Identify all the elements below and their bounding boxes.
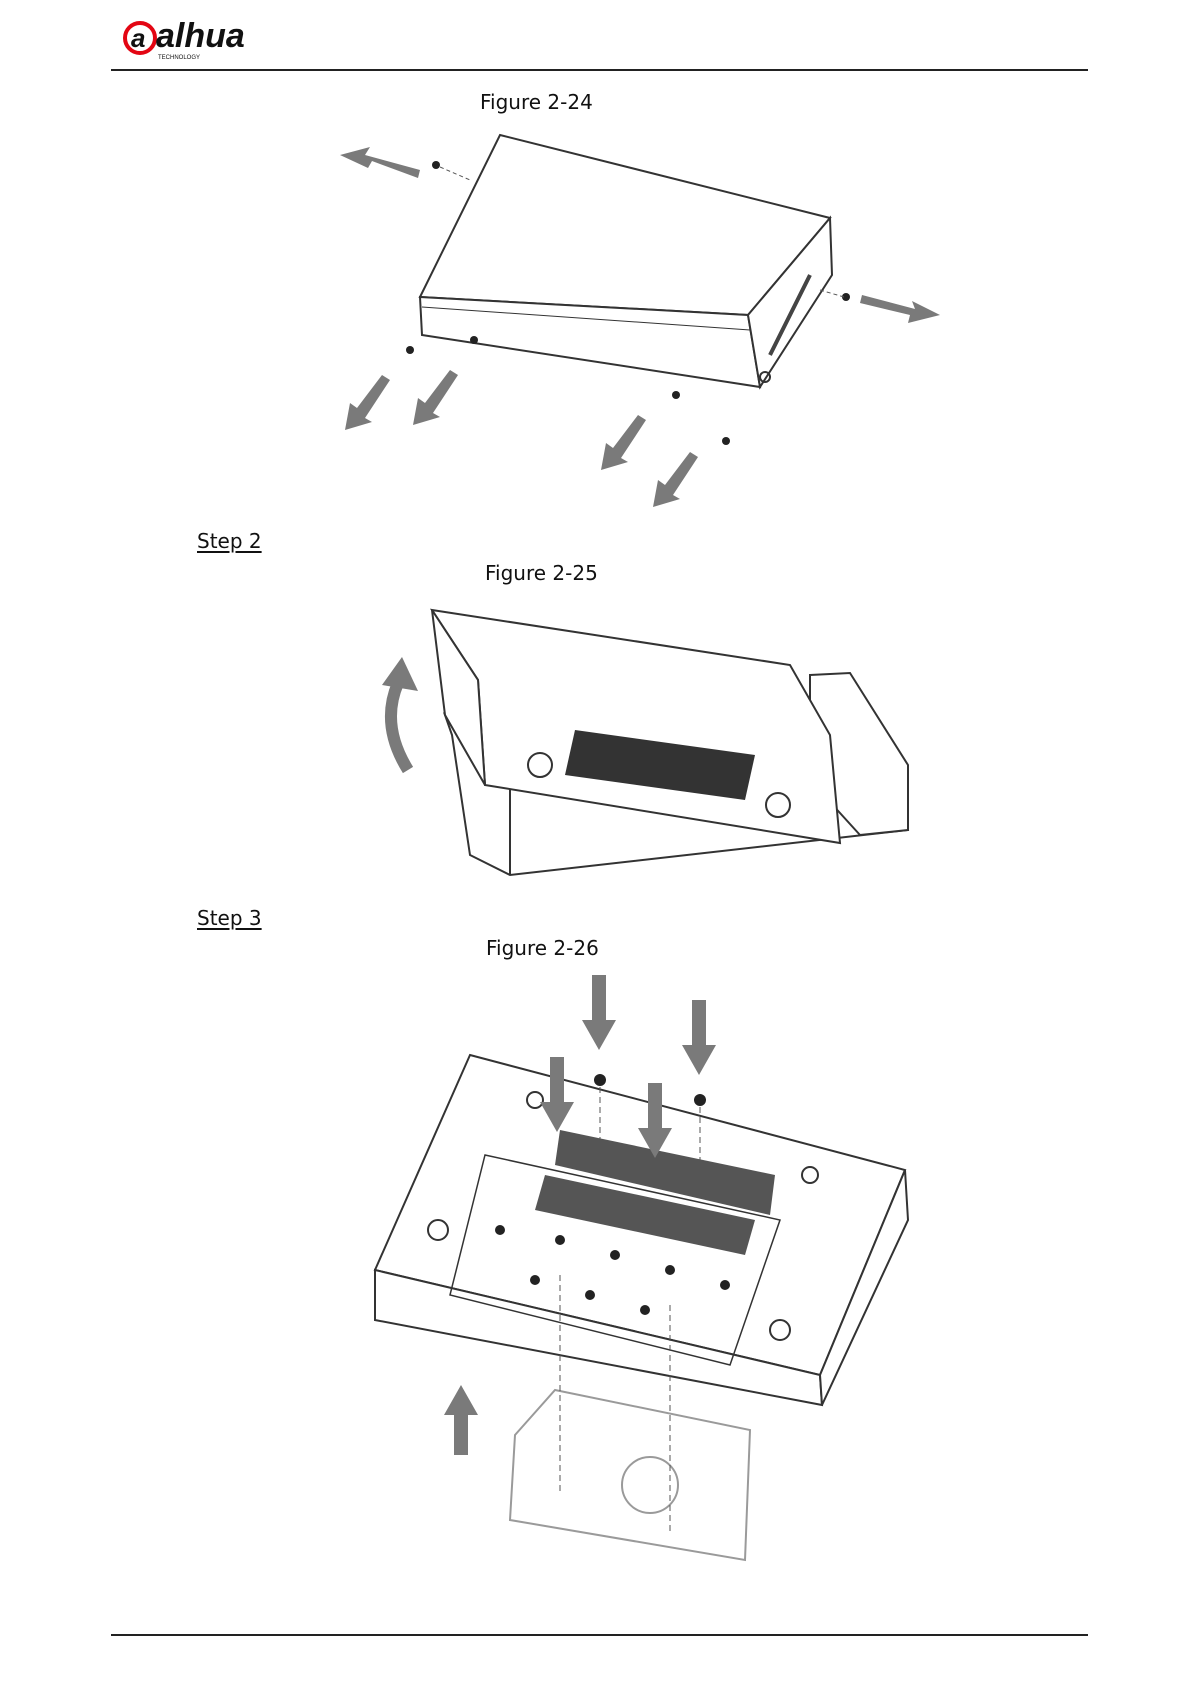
step-3-label: Step 3 — [197, 906, 262, 930]
header-rule — [111, 69, 1088, 71]
svg-text:a: a — [131, 23, 145, 53]
dahua-logo: a alhua TECHNOLOGY — [122, 14, 262, 64]
figure-caption-2-25: Figure 2-25 — [485, 561, 598, 585]
figure-2-26-install-hdd — [360, 975, 920, 1555]
logo-wordmark: alhua — [156, 17, 245, 55]
step-2-label: Step 2 — [197, 529, 262, 553]
footer-rule — [111, 1634, 1088, 1636]
figure-2-25-lift-cover — [360, 605, 920, 885]
figure-caption-2-24: Figure 2-24 — [480, 90, 593, 114]
logo-subtitle: TECHNOLOGY — [158, 55, 200, 61]
figure-2-24-cover-screws — [340, 125, 940, 525]
figure-caption-2-26: Figure 2-26 — [486, 936, 599, 960]
